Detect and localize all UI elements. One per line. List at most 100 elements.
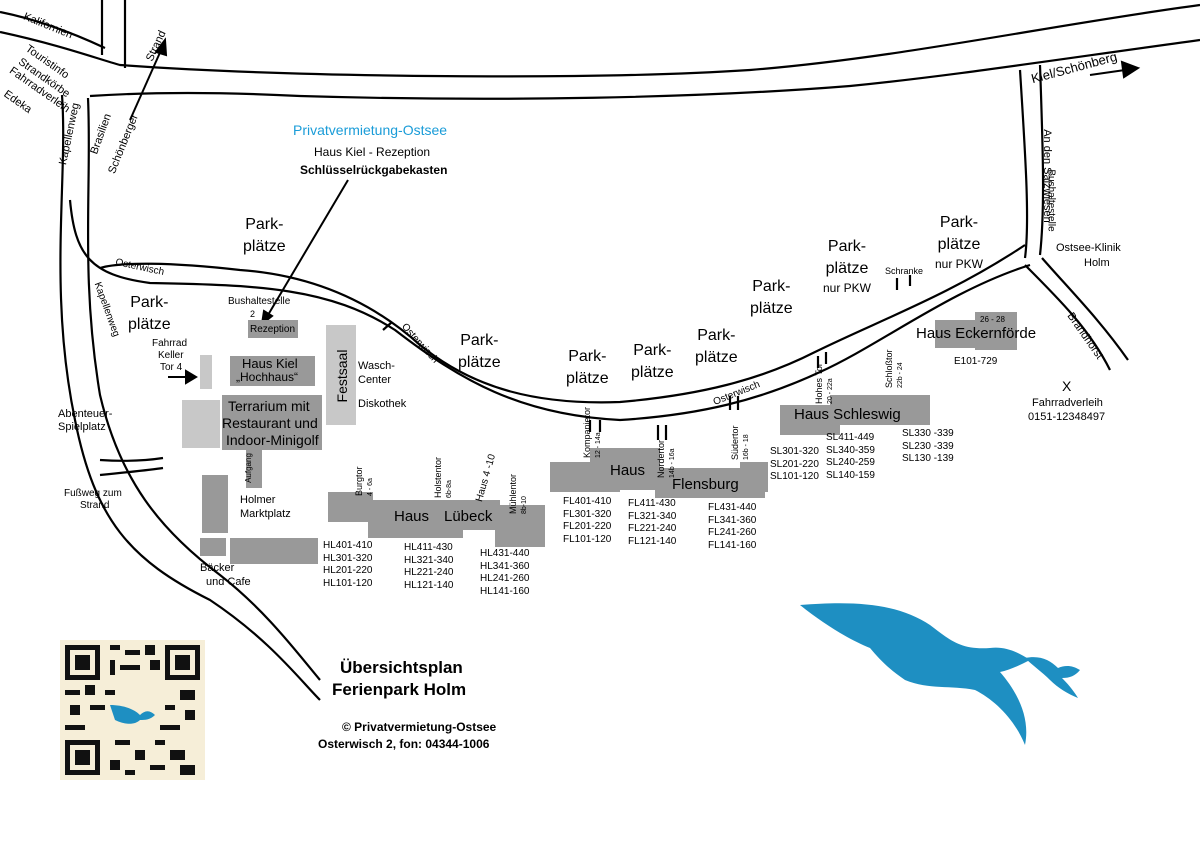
building-luebeck-1 — [328, 492, 373, 522]
label-eckernfoerde-numbers: 26 - 28 — [980, 315, 1005, 324]
rooms-flensburg-3: FL431-440 FL341-360 FL241-260 FL141-160 — [708, 502, 757, 551]
gate-schlosstor-numbers: 22b - 24 — [897, 362, 904, 388]
rooms-luebeck-2: HL411-430 HL321-340 HL221-240 HL121-140 — [404, 542, 454, 591]
gate-hohestor-name: Hohes Tor — [814, 363, 824, 404]
parking-6-line1: Park- — [697, 327, 736, 344]
label-haus-eckernfoerde: Haus Eckernförde — [916, 325, 1037, 342]
building-eckernfoerde-2 — [975, 312, 1017, 350]
label-schranke: Schranke — [885, 266, 924, 276]
label-holmer-1: Holmer — [240, 494, 276, 506]
label-hochhaus: „Hochhaus“ — [236, 370, 299, 384]
gate-muehlentor-numbers: 8b-10 — [521, 496, 528, 514]
parking-2-line1: Park- — [130, 294, 169, 311]
building-schleswig-2 — [830, 395, 930, 425]
rooms-schleswig-1: SL301-320 SL201-220 SL101-120 — [770, 446, 819, 483]
parking-4: Park-plätze — [566, 346, 609, 390]
parking-9-line3: nur PKW — [935, 257, 984, 271]
road-kiel-schoenberg-outer — [0, 3, 1200, 78]
qr-code-pattern — [65, 645, 200, 775]
parking-5-line1: Park- — [633, 342, 672, 359]
gate-holstentor-numbers: 6b-8a — [446, 480, 453, 498]
parking-1-line2: plätze — [243, 238, 286, 255]
brand-name: Privatvermietung-Ostsee — [293, 122, 448, 138]
label-fussweg-1: Fußweg zum — [64, 488, 122, 499]
rooms-schleswig-3: SL330 -339 SL230 -339 SL130 -139 — [902, 428, 954, 465]
building-aufgang — [246, 450, 262, 488]
parking-2-line2: plätze — [128, 316, 171, 333]
gate-burgtor-name: Burgtor — [354, 466, 364, 496]
label-abenteuer-1: Abenteuer- — [58, 408, 113, 420]
building-flensburg-4 — [740, 462, 768, 492]
parking-8-line3: nur PKW — [823, 281, 872, 295]
rooms-eckernfoerde: E101-729 — [954, 356, 998, 367]
gate-suedertor-name: Südertor — [730, 425, 740, 460]
gate-nordertor-name: Nordertor — [656, 439, 666, 478]
qr-code[interactable] — [60, 640, 205, 780]
gate-schlosstor-name: Schloßtor — [884, 349, 894, 388]
building-markt-2 — [200, 538, 226, 556]
parking-4-line1: Park- — [568, 348, 607, 365]
seagull-large — [800, 603, 1030, 745]
parking-6-line2: plätze — [695, 349, 738, 366]
rooms-schleswig-2: SL411-449 SL340-359 SL240-259 SL140-159 — [826, 432, 875, 481]
parking-1: Park-plätze — [243, 214, 286, 258]
gate-kompanietor-numbers: 12 - 14a — [595, 432, 602, 458]
label-terrarium-1: Terrarium mit — [228, 398, 310, 414]
label-terrarium-2: Restaurant und — [222, 415, 318, 431]
building-annex-2 — [182, 400, 220, 448]
label-rezeption: Rezeption — [250, 324, 296, 335]
marker-x: X — [1062, 378, 1072, 394]
road-kapellenweg-inner — [86, 97, 321, 681]
label-festsaal: Festsaal — [334, 349, 350, 403]
gate-hohestor-numbers: 20 - 22a — [827, 378, 834, 404]
seagull-small — [1025, 657, 1080, 698]
parking-3-line2: plätze — [458, 354, 501, 371]
building-markt-1 — [202, 475, 228, 533]
label-klinik-2: Holm — [1084, 257, 1110, 269]
parking-7-line1: Park- — [752, 278, 791, 295]
label-terrarium-3: Indoor-Minigolf — [226, 432, 319, 448]
parking-2: Park-plätze — [128, 292, 171, 336]
parking-9-line2: plätze — [937, 236, 981, 253]
road-brandhorst — [1024, 264, 1111, 371]
map-title-2: Ferienpark Holm — [332, 680, 467, 699]
label-bushaltestelle-2-number: 2 — [250, 309, 256, 319]
rooms-luebeck-1: HL401-410 HL301-320 HL201-220 HL101-120 — [323, 540, 373, 589]
label-fahrradverleih-phone: 0151-12348497 — [1028, 411, 1106, 423]
parking-3-line1: Park- — [460, 332, 499, 349]
label-abenteuer-2: Spielplatz — [58, 421, 106, 433]
road-an-den-salzwiesen — [1018, 69, 1029, 259]
road-kiel-schoenberg-inner — [89, 38, 1200, 100]
gate-suedertor-numbers: 16b - 18 — [743, 434, 750, 460]
parking-5-line2: plätze — [631, 364, 674, 381]
label-waschcenter-2: Center — [358, 374, 392, 386]
brand-reception: Haus Kiel - Rezeption — [314, 145, 431, 159]
footer-address: Osterwisch 2, fon: 04344-1006 — [318, 737, 490, 751]
parking-7: Park-plätze — [750, 276, 793, 320]
label-diskothek: Diskothek — [358, 398, 407, 410]
road-osterwisch-outer — [68, 199, 1031, 422]
parking-8-line2: plätze — [825, 260, 869, 277]
gate-kompanietor-name: Kompanietor — [582, 406, 592, 458]
label-fahrradverleih-right: Fahrradverleih — [1032, 397, 1103, 409]
rooms-flensburg-2: FL411-430 FL321-340 FL221-240 FL121-140 — [628, 498, 677, 547]
label-haus-flensburg-a: Haus — [610, 462, 646, 479]
label-bushaltestelle-2: Bushaltestelle 2 — [228, 296, 291, 319]
building-annex-1 — [200, 355, 212, 389]
label-baecker-1: Bäcker — [200, 562, 235, 574]
parking-9-line1: Park- — [939, 214, 979, 231]
label-haus-kiel: Haus Kiel — [242, 356, 298, 371]
building-flensburg-2 — [590, 448, 660, 490]
building-rezeption — [248, 320, 298, 338]
label-haus-luebeck-a: Haus — [394, 508, 430, 525]
arrow-strand — [129, 47, 163, 121]
rooms-flensburg-1: FL401-410 FL301-320 FL201-220 FL101-120 — [563, 496, 612, 545]
